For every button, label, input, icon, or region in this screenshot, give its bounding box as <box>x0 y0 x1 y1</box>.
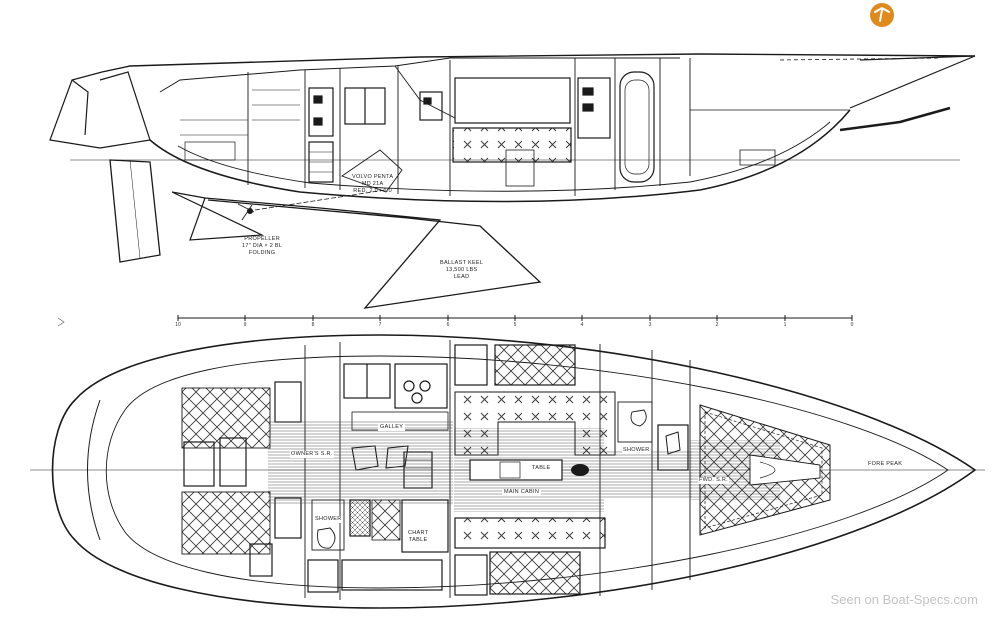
ballast-keel-label: BALLAST KEEL 13,500 LBS LEAD <box>440 260 484 280</box>
shower-aft-label: SHOWER <box>314 516 343 523</box>
engine-label: VOLVO PENTA MD 21A RED. 2.0 : 1.0 <box>352 174 394 194</box>
table-label: TABLE <box>531 465 552 472</box>
chart-table-label: CHART TABLE <box>408 530 429 543</box>
plan-view <box>30 334 985 609</box>
mast-step <box>571 464 589 476</box>
galley-label: GALLEY <box>378 424 406 431</box>
scale-tick: 10 <box>175 322 181 328</box>
scale-tick: 7 <box>378 322 382 328</box>
profile-view <box>49 53 976 309</box>
scale-tick: 1 <box>783 322 787 328</box>
watermark-text: Seen on Boat-Specs.com <box>830 592 978 607</box>
owners-sr-label: OWNER'S S.R. <box>290 451 334 458</box>
hull-bottom <box>149 109 851 203</box>
shower-fwd-label: SHOWER <box>622 447 651 454</box>
stern <box>49 71 151 149</box>
propeller-label: PROPELLER 17" DIA × 2 BL FOLDING <box>242 236 283 256</box>
main-cabin-label: MAIN CABIN <box>502 489 542 496</box>
scale-tick: 5 <box>513 322 517 328</box>
fore-peak-label: FORE PEAK <box>868 461 903 467</box>
scale-tick: 6 <box>446 322 450 328</box>
rudder <box>109 159 161 263</box>
scale-tick: 8 <box>311 322 315 328</box>
scale-tick: 0 <box>850 322 854 328</box>
keel <box>204 197 542 309</box>
boat-specs-logo <box>870 3 894 27</box>
scale-tick: 9 <box>243 322 247 328</box>
sheer-line <box>101 53 976 73</box>
scale-bar <box>177 315 853 321</box>
fwd-sr-label: FWD. S.R. <box>698 477 729 484</box>
scale-tick: 2 <box>715 322 719 328</box>
scale-tick: 4 <box>580 322 584 328</box>
scale-tick: 3 <box>648 322 652 328</box>
bow-stem <box>849 55 976 109</box>
